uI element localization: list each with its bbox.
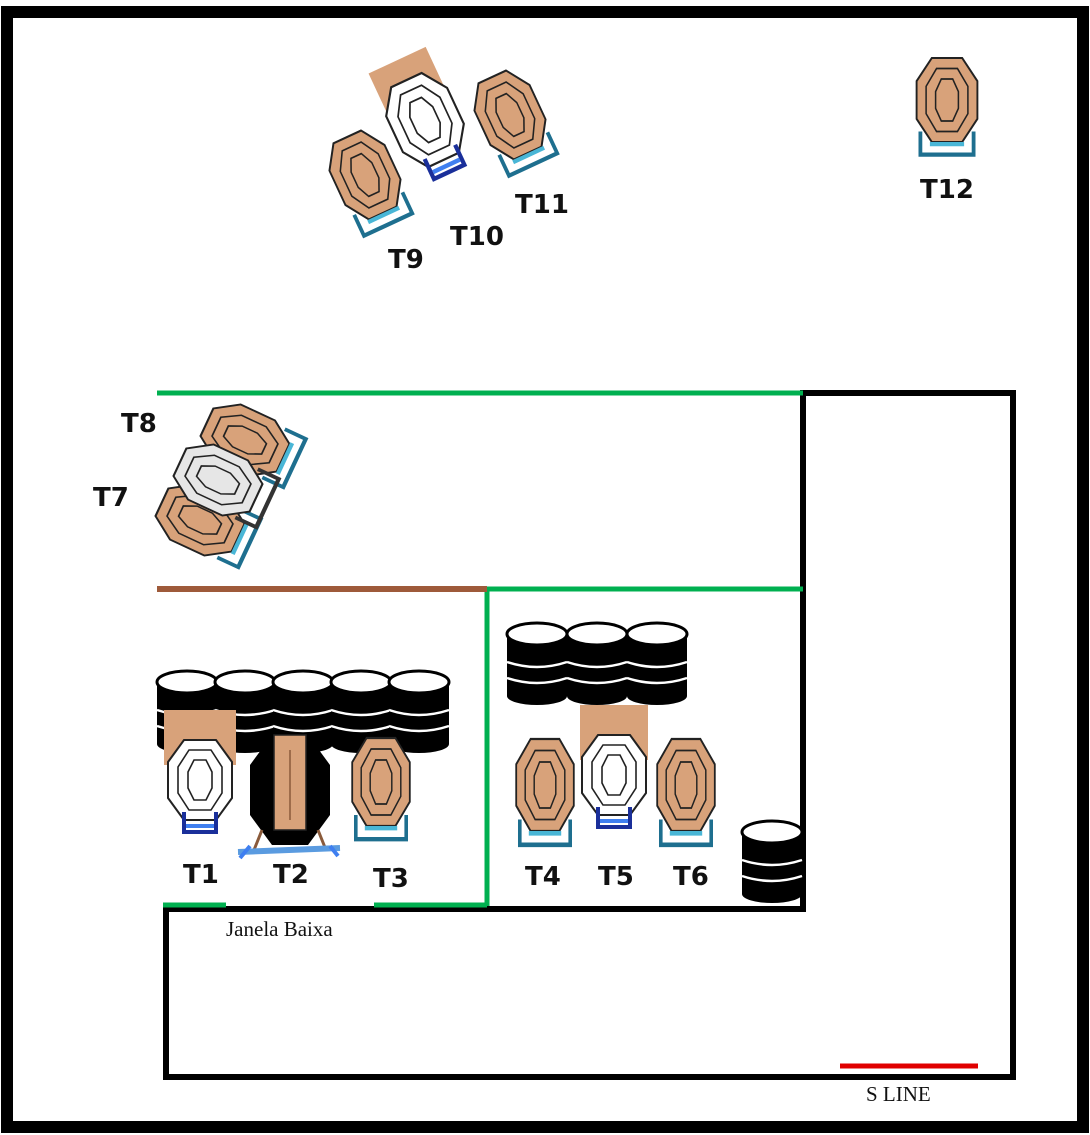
label-t4: T4: [525, 862, 561, 892]
barrel-corner: [740, 819, 804, 905]
no-shoot-t7-t8: [166, 433, 282, 530]
target-t6[interactable]: [656, 737, 716, 845]
label-t9: T9: [388, 245, 424, 275]
label-t3: T3: [373, 864, 409, 894]
label-t8: T8: [121, 409, 157, 439]
label-t7: T7: [93, 483, 129, 513]
outer-frame: [1, 6, 1089, 1133]
label-t10: T10: [450, 222, 504, 252]
target-t11[interactable]: [463, 63, 561, 177]
target-t12[interactable]: [915, 56, 979, 155]
label-t2: T2: [273, 860, 309, 890]
label-t6: T6: [673, 862, 709, 892]
low-window-label: Janela Baixa: [226, 917, 333, 941]
fault-lines: [157, 390, 803, 908]
label-t5: T5: [598, 862, 634, 892]
label-t1: T1: [183, 860, 219, 890]
barrels-right: [505, 621, 689, 707]
target-t5[interactable]: [580, 705, 648, 829]
target-t10[interactable]: [367, 46, 480, 186]
start-line-label: S LINE: [866, 1082, 931, 1106]
target-t4[interactable]: [515, 737, 575, 845]
target-t3[interactable]: [351, 736, 411, 839]
walls: [163, 390, 1016, 1080]
target-t2[interactable]: [237, 734, 341, 860]
label-t11: T11: [515, 190, 569, 220]
target-t1[interactable]: [164, 710, 236, 834]
label-t12: T12: [920, 175, 974, 205]
